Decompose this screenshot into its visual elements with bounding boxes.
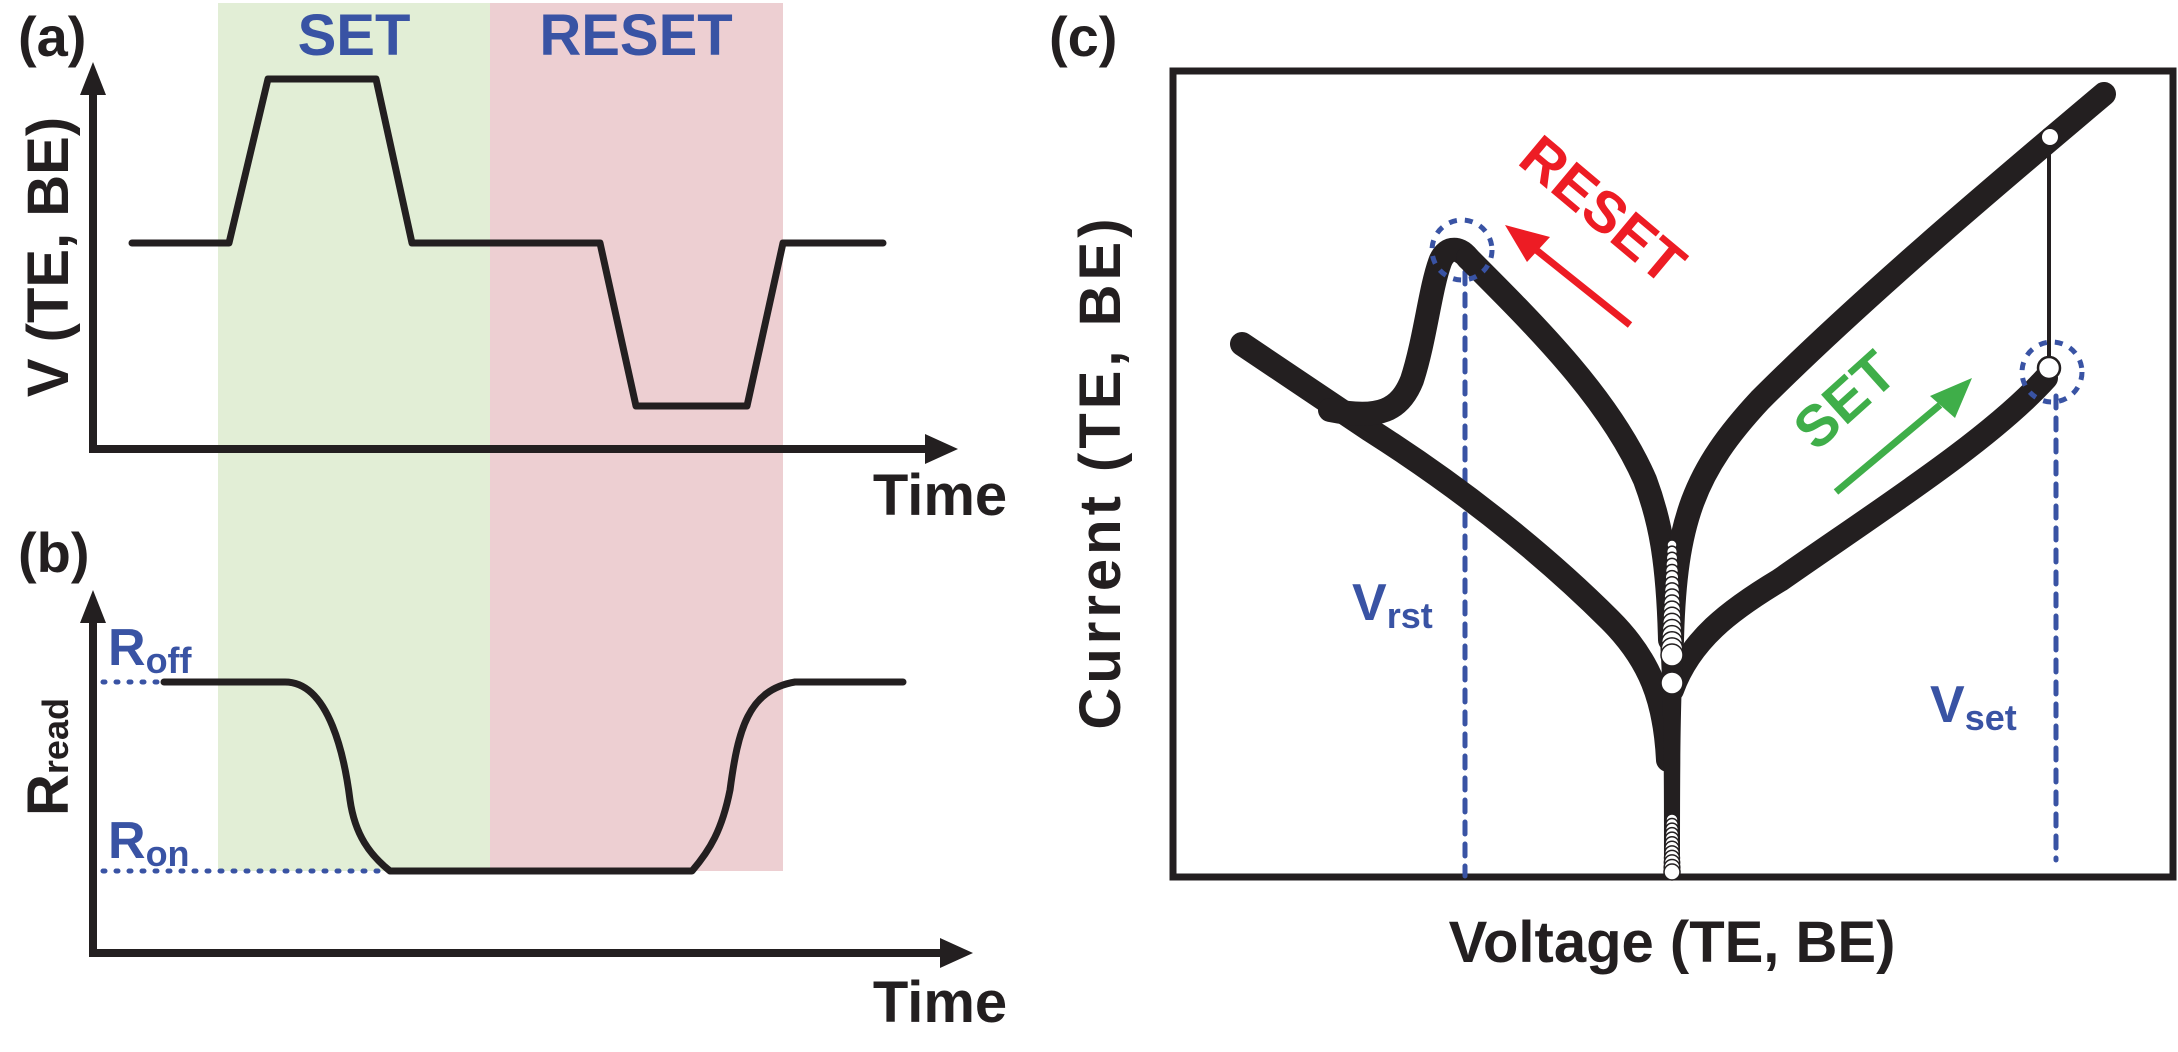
reset-arrow: [1505, 225, 1633, 328]
panel-a-tag: (a): [18, 5, 86, 68]
reset-phase-label: RESET: [539, 3, 732, 68]
panel-a: (a) SET RESET V (TE, BE) Time: [16, 3, 1007, 528]
v-reset-label: Vrst: [1352, 574, 1433, 636]
stem-marker: [1660, 671, 1684, 695]
r-on-label: Ron: [108, 812, 190, 874]
iv-set-branch: [1660, 366, 2058, 702]
panel-c-y-label: Current (TE, BE): [1068, 214, 1133, 729]
panel-b-y-arrowhead: [80, 590, 106, 623]
stem-marker: [1660, 643, 1684, 667]
panel-a-x-arrowhead: [925, 434, 958, 464]
panel-c: (c) Current (TE, BE) Voltage (TE, BE) Vr…: [1049, 5, 2177, 975]
reset-point-circle: [1429, 217, 1495, 283]
panel-c-x-label: Voltage (TE, BE): [1449, 910, 1896, 975]
iv-upper-right-branch: [1660, 82, 2116, 652]
panel-c-tag: (c): [1049, 5, 1117, 68]
set-point-marker: [2036, 355, 2062, 381]
voltage-waveform: [128, 75, 887, 410]
r-off-label: Roff: [108, 619, 193, 681]
reset-phase-band: [490, 3, 783, 871]
panel-b-y-label: Rread: [16, 698, 81, 816]
panel-b: (b) Rread Time Roff Ron: [16, 521, 1007, 1035]
reset-arrow-label: RESET: [1508, 123, 1698, 297]
panel-a-x-label: Time: [873, 463, 1007, 528]
panel-a-y-arrowhead: [80, 62, 106, 95]
set-point-circle: [2019, 339, 2085, 405]
iv-left-diagonal: [1230, 332, 1680, 772]
compliance-top-marker: [2040, 127, 2060, 147]
panel-a-y-label: V (TE, BE): [16, 117, 81, 397]
resistance-trace: [160, 678, 907, 875]
panel-b-x-label: Time: [873, 970, 1007, 1035]
iv-reset-hump: [1318, 237, 1480, 426]
compliance-markers: [1660, 539, 1684, 881]
v-set-label: Vset: [1930, 676, 2017, 738]
set-phase-label: SET: [298, 3, 411, 68]
stem-marker: [1663, 863, 1681, 881]
panel-b-tag: (b): [18, 521, 90, 584]
set-arrow: [1833, 378, 1972, 495]
panel-b-x-arrowhead: [940, 938, 973, 968]
set-phase-band: [218, 3, 490, 871]
